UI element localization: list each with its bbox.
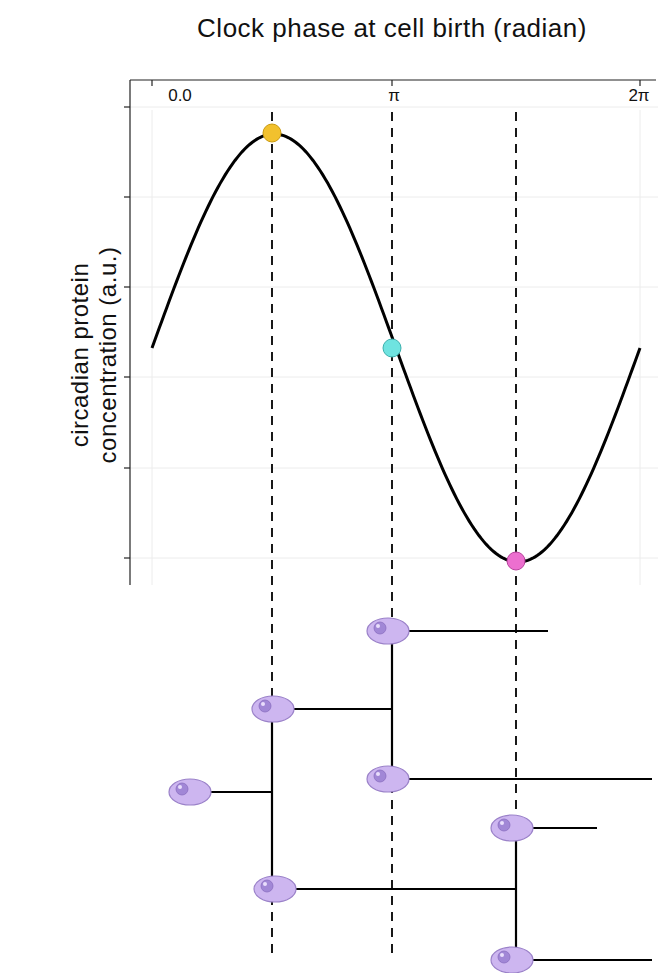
nucleus-highlight [500,953,504,957]
cell-nucleus [498,819,510,831]
cell-nucleus [498,951,510,963]
cell-body [491,815,533,841]
cell-icon [169,779,211,805]
phase-dot [383,339,401,357]
grid [130,107,658,585]
axes [124,80,656,585]
cells [169,618,533,973]
phase-guides [272,112,516,955]
nucleus-highlight [263,882,267,886]
nucleus-highlight [178,785,182,789]
cell-icon [491,815,533,841]
cell-body [367,618,409,644]
cell-icon [367,766,409,792]
nucleus-highlight [500,821,504,825]
circadian-curve [152,134,640,562]
cell-nucleus [261,880,273,892]
phase-dot [263,124,281,142]
cell-body [367,766,409,792]
tick-label: 0.0 [151,86,209,106]
cell-nucleus [176,783,188,795]
cell-icon [252,696,294,722]
cell-nucleus [374,622,386,634]
nucleus-highlight [376,772,380,776]
axis-label: circadian protein concentration (a.u.) [66,230,122,480]
tick-label: π [375,86,413,106]
cell-body [491,947,533,973]
nucleus-highlight [261,702,265,706]
tick-label: 2π [617,86,658,106]
nucleus-highlight [376,624,380,628]
cell-icon [491,947,533,973]
lineage-tree [210,631,652,960]
cell-body [254,876,296,902]
phase-dot [507,552,525,570]
cell-icon [367,618,409,644]
cell-body [252,696,294,722]
chart-title: Clock phase at cell birth (radian) [192,12,592,44]
cell-nucleus [259,700,271,712]
cell-nucleus [374,770,386,782]
cell-body [169,779,211,805]
cell-icon [254,876,296,902]
